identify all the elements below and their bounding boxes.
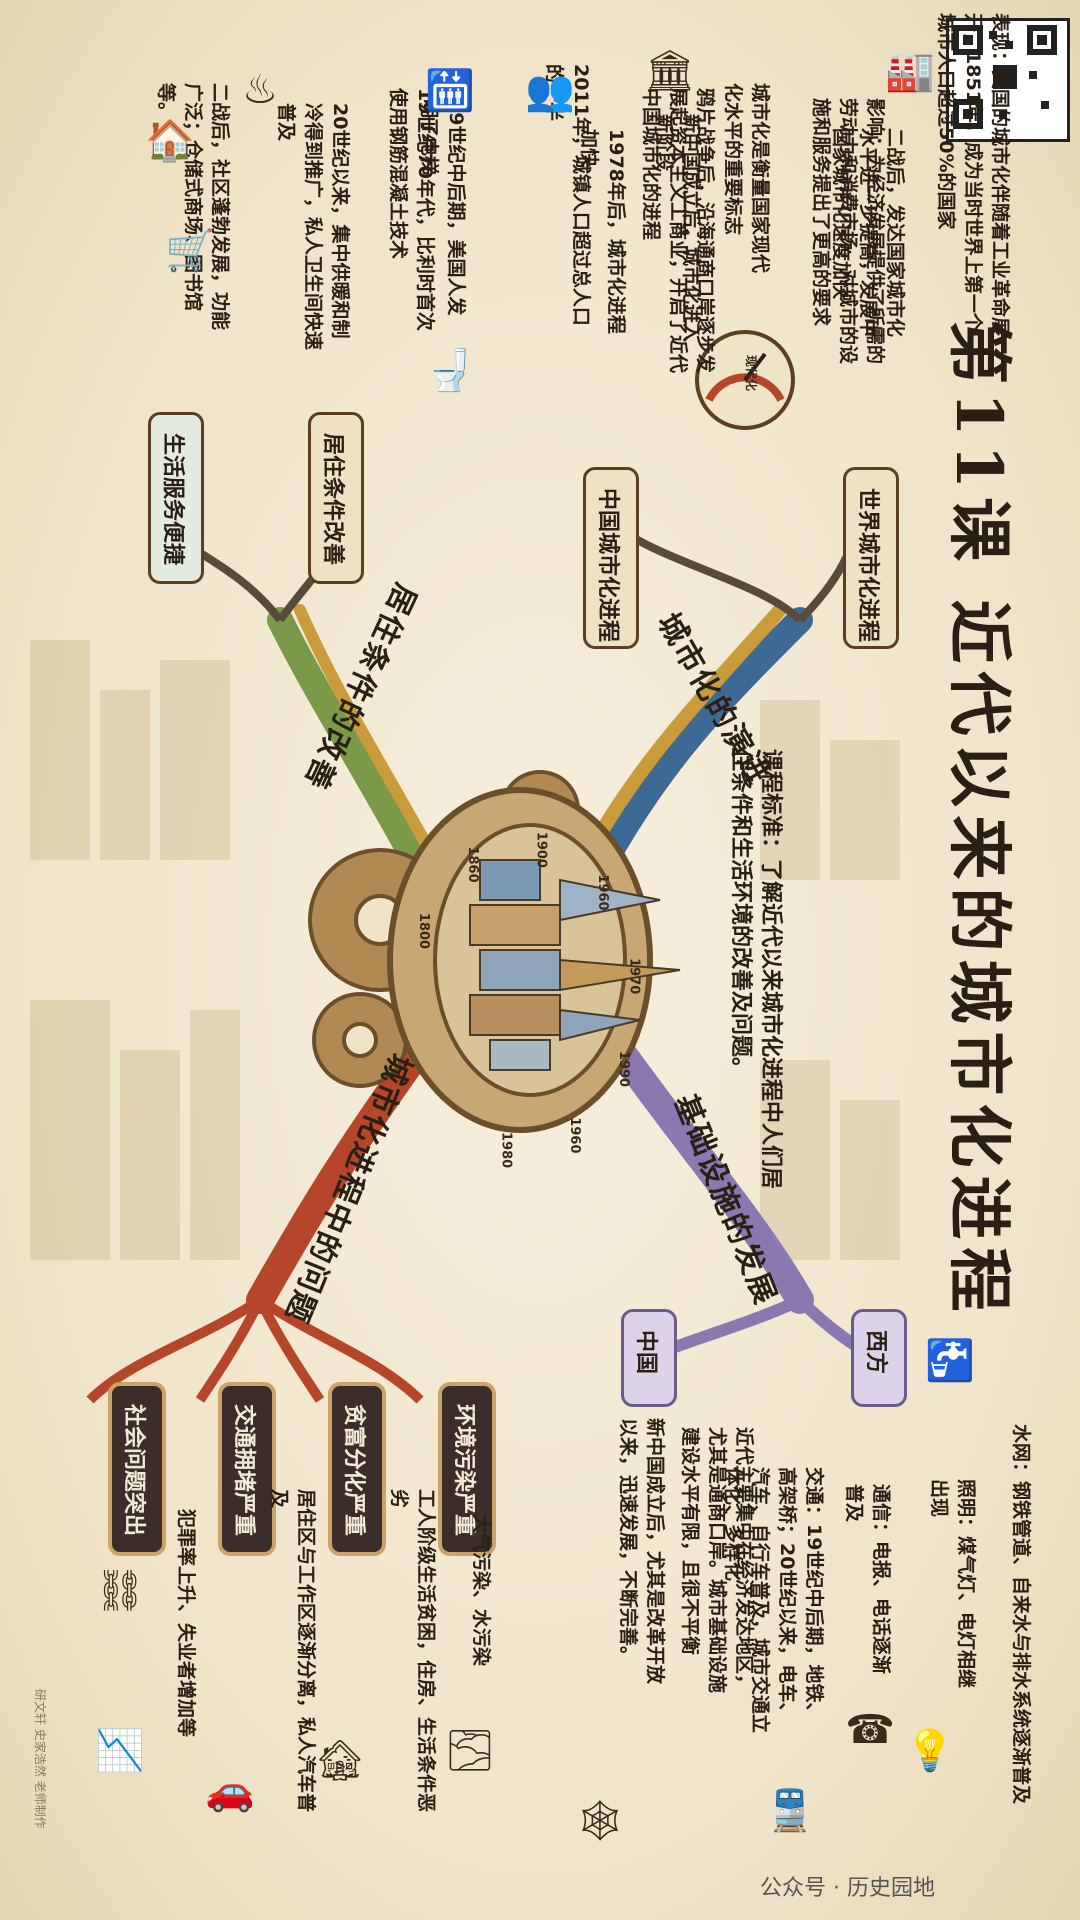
house-icon: 🏠	[145, 117, 195, 164]
pollution-icon: 🌫	[444, 1727, 496, 1774]
note-housing-2: 19世纪70年代，比利时首次使用钢筋混凝土技术	[387, 88, 436, 331]
node-housing: 居住条件改善	[308, 412, 364, 584]
node-china: 中国城市化进程	[583, 467, 639, 649]
handcuffs-icon: ⛓	[94, 1567, 146, 1614]
note-env-1: 大气污染、水污染	[470, 1514, 492, 1667]
node-social: 社会问题突出	[108, 1382, 166, 1556]
note-world-1: 表现：英国的城市化伴随着工业革命展开，1851年，成为当时世界上第一个城市人口超…	[935, 13, 1011, 337]
lamp-icon: 💡	[905, 1727, 955, 1774]
building-icon: 🏚	[314, 1737, 366, 1784]
elevator-icon: 🛗	[425, 67, 475, 114]
car-icon: 🚗	[205, 1767, 255, 1814]
gauge-label: 现代化	[744, 355, 758, 392]
node-traffic: 交通拥堵严重	[218, 1382, 276, 1556]
node-west: 西方	[851, 1309, 907, 1407]
skyscraper-icon: 🏛	[644, 47, 696, 94]
page-title: 第11课 近代以来的城市化进程	[941, 320, 1016, 1320]
network-icon: 🕸	[574, 1797, 626, 1844]
train-icon: 🚆	[765, 1787, 815, 1834]
note-china-infra-2: 新中国成立后，尤其是改革开放以来，迅速发展，不断完善。	[617, 1418, 666, 1685]
factory-icon: 🏭	[885, 47, 935, 94]
population-icon: 👥	[525, 67, 575, 114]
footer-account: 公众号 · 历史园地	[760, 1876, 935, 1901]
node-world: 世界城市化进程	[843, 467, 899, 649]
qr-code	[946, 18, 1070, 142]
dial-year-label: 1800	[416, 913, 431, 949]
pipe-icon: 🚰	[925, 1337, 975, 1384]
note-housing-3: 20世纪以来，集中供暖和制冷得到推广，私人卫生间快速普及	[275, 103, 351, 351]
note-world-4: 城市化是衡量国家现代化水平的重要标志	[722, 83, 771, 274]
note-china-infra-1: 近代主要集中在经济发达地区，尤其是通商口岸。城市基础设施建设水平有限，且很不平衡	[679, 1427, 755, 1694]
node-service: 生活服务便捷	[148, 412, 204, 584]
note-housing-1: 19世纪中后期，美国人发明了电梯	[418, 99, 467, 316]
note-west-1: 水网：钢铁管道、自来水与排水系统逐渐普及	[1010, 1424, 1032, 1805]
cart-icon: 🛒	[165, 227, 215, 274]
dial-year-label: 1960	[595, 874, 610, 910]
dial-year-label: 1970	[627, 958, 642, 994]
note-social-1: 犯罪率上升、失业者增加等	[175, 1509, 197, 1738]
note-west-2: 照明：煤气灯、电灯相继出现	[928, 1479, 977, 1689]
node-wealth: 贫富分化严重	[328, 1382, 386, 1556]
note-china-2: 新中国成立后，城市化进入新阶段	[653, 114, 702, 343]
note-world-3: 影响：为经济发展提供了所需的劳动力和消费市场，对城市的设施和服务提出了更高的要求	[810, 98, 886, 365]
note-wealth-1: 工人阶级生活贫困，住房、生活条件恶劣	[388, 1489, 437, 1813]
chart-down-icon: 📉	[95, 1727, 145, 1774]
note-west-3: 通信：电报、电话逐渐普及	[843, 1484, 892, 1675]
toilet-icon: 🚽	[425, 347, 475, 394]
radiator-icon: ♨	[242, 67, 278, 113]
dial-year-label: 1990	[616, 1051, 631, 1087]
phone-icon: ☎	[845, 1707, 895, 1753]
course-standard: 课程标准：了解近代以来城市化进程中人们居住条件和生活环境的改善及问题。	[728, 749, 783, 1190]
dial-year-label: 1900	[534, 832, 549, 868]
node-china-infra: 中国	[621, 1309, 677, 1407]
dial-year-label: 1960	[567, 1117, 582, 1153]
dial-year-label: 1860	[465, 846, 480, 882]
dial-year-label: 1980	[498, 1132, 513, 1168]
note-china-3: 1978年后，城市化进程加快	[578, 129, 627, 334]
credit: 研文轩 史家浩然 老师制作	[33, 1689, 47, 1829]
